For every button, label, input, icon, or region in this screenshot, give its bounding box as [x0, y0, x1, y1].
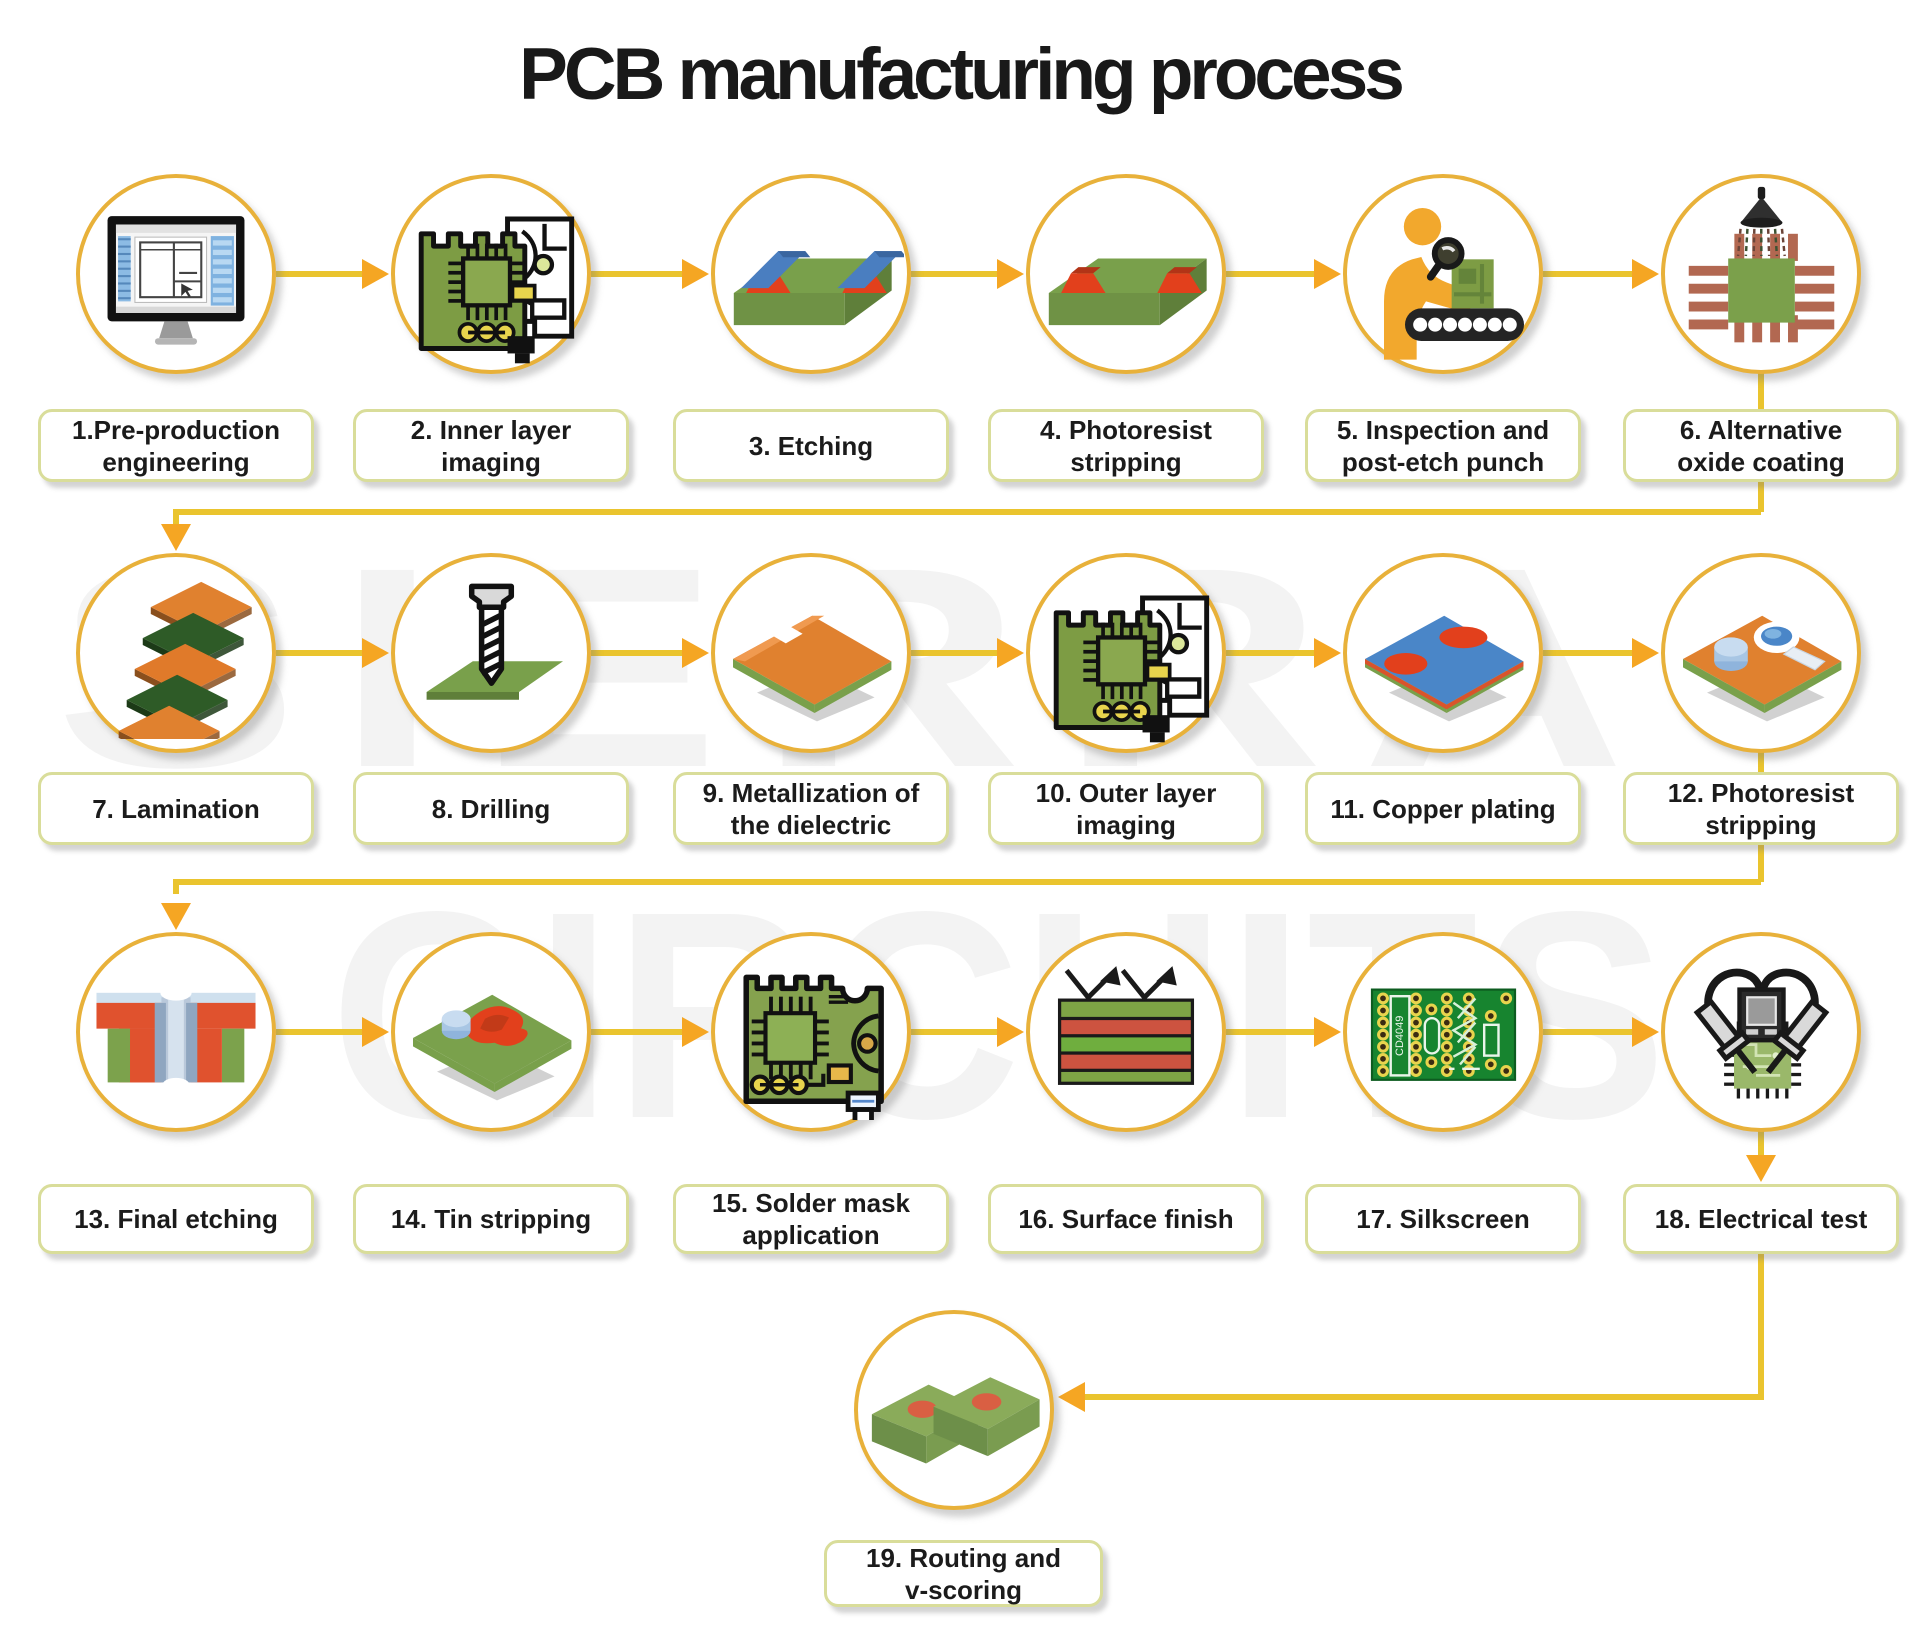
svg-text:CD4049: CD4049 [1394, 1016, 1406, 1056]
